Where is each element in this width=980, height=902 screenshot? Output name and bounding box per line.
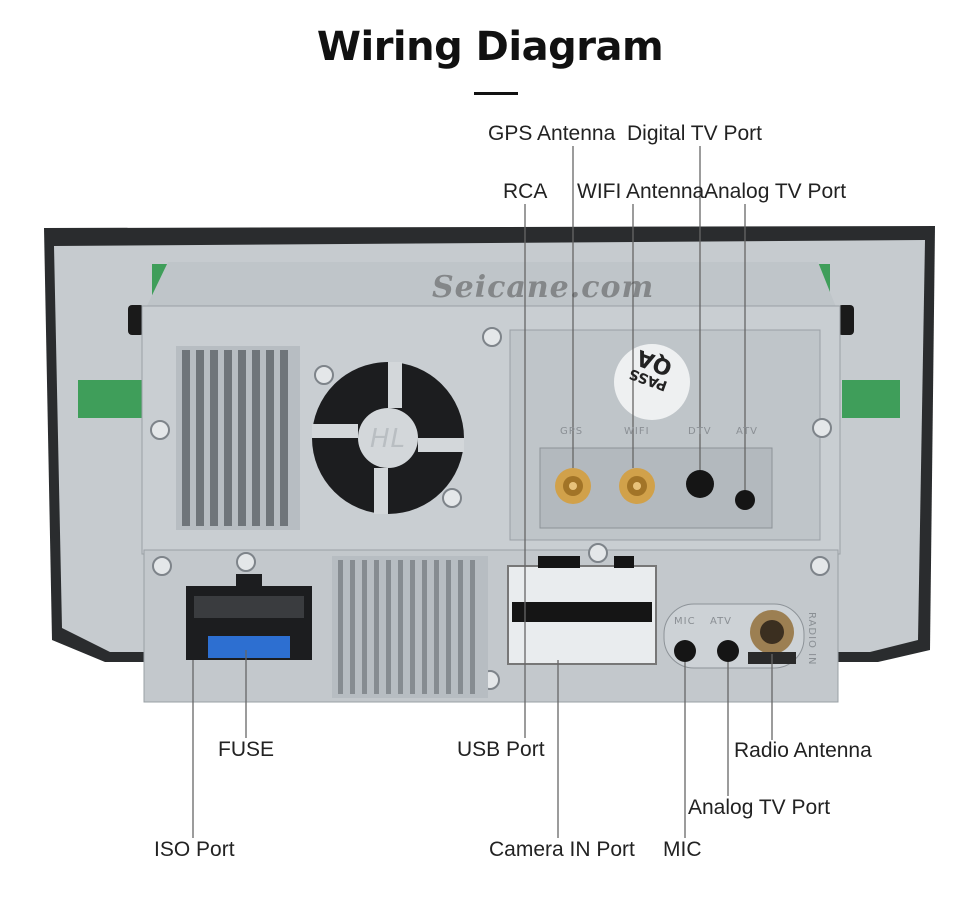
left-vent (176, 346, 300, 530)
silk-dtv: DTV (688, 426, 712, 437)
silk-gps: GPS (560, 426, 584, 437)
label-usb-port: USB Port (457, 738, 545, 761)
silk-mic: MIC (674, 616, 696, 627)
label-wifi-antenna: WIFI Antenna (577, 180, 705, 203)
mount-pin-left (128, 305, 144, 335)
atv-jack-top (735, 490, 755, 510)
dtv-jack (686, 470, 714, 498)
label-digital-tv-port: Digital TV Port (627, 122, 762, 145)
label-gps-antenna: GPS Antenna (488, 122, 616, 145)
leader-lines (192, 146, 773, 838)
label-camera-in-port: Camera IN Port (489, 838, 635, 861)
cooling-fan (312, 362, 464, 514)
chassis-top (144, 262, 838, 312)
label-iso-port: ISO Port (154, 838, 235, 861)
multi-connector (507, 556, 657, 665)
radio-antenna-socket (748, 610, 796, 664)
title-underline (474, 92, 518, 95)
label-analog-tv-port-bottom: Analog TV Port (688, 796, 831, 819)
silk-atv-bottom: ATV (710, 616, 733, 627)
page-title: Wiring Diagram (316, 24, 664, 70)
green-pcb-left (78, 380, 144, 418)
label-radio-antenna: Radio Antenna (734, 739, 872, 762)
green-pcb-right (842, 380, 900, 418)
silk-wifi: WIFI (624, 426, 650, 437)
fuse-block (208, 636, 290, 658)
silk-radio-in: RADIO IN (806, 612, 817, 666)
label-fuse: FUSE (218, 738, 275, 761)
silk-atv-top: ATV (736, 426, 759, 437)
label-rca: RCA (503, 180, 548, 203)
label-mic: MIC (663, 838, 702, 861)
lower-vent (332, 556, 488, 698)
mic-jack (674, 640, 696, 662)
mount-pin-right (838, 305, 854, 335)
fan-logo-text: HL (370, 424, 407, 454)
label-analog-tv-port-top: Analog TV Port (704, 180, 847, 203)
watermark-text: Seicane.com (432, 270, 655, 305)
wifi-connector (619, 468, 655, 504)
atv-jack-bottom (717, 640, 739, 662)
gps-connector (555, 468, 591, 504)
